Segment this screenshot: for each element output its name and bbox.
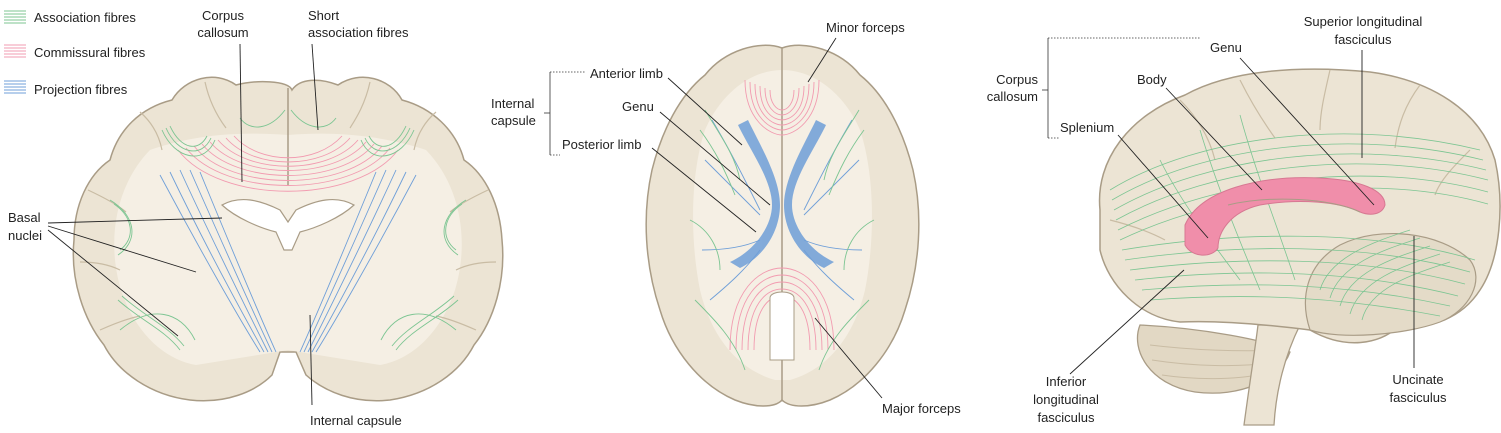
sagittal-corpus-callosum-brace	[1042, 37, 1200, 139]
legend-commissural-swatch	[4, 44, 26, 58]
sagittal-uncinate-label-2: fasciculus	[1389, 390, 1447, 405]
coronal-basal-nuclei-leaders	[47, 217, 223, 337]
legend-commissural-label: Commissural fibres	[34, 45, 146, 60]
axial-association-fibres	[689, 109, 875, 371]
sagittal-inferior-longitudinal-label-3: fasciculus	[1037, 410, 1095, 425]
sagittal-gyri-folds	[1109, 69, 1471, 241]
coronal-gyri-folds	[79, 81, 497, 331]
legend-association-swatch	[4, 10, 26, 24]
sagittal-inferior-longitudinal-leader	[1069, 269, 1185, 375]
axial-internal-capsule-brace	[544, 71, 586, 156]
legend: Association fibres Commissural fibres Pr…	[4, 10, 146, 97]
sagittal-genu-leader	[1239, 57, 1375, 206]
sagittal-inferior-longitudinal-label-2: longitudinal	[1033, 392, 1099, 407]
axial-anterior-limb-leader	[667, 77, 743, 146]
sagittal-corpus-callosum-label-2: callosum	[987, 89, 1038, 104]
legend-projection-label: Projection fibres	[34, 82, 128, 97]
axial-major-forceps-leader	[814, 317, 883, 399]
axial-major-forceps	[729, 267, 835, 351]
coronal-internal-capsule-label: Internal capsule	[310, 413, 402, 428]
axial-posterior-limb-label: Posterior limb	[562, 137, 641, 152]
axial-posterior-limb-leader	[651, 147, 757, 233]
coronal-corpus-callosum-label-1: Corpus	[202, 8, 244, 23]
sagittal-section: Corpus callosum Genu Body Splenium Super…	[987, 14, 1501, 426]
sagittal-body-leader	[1165, 87, 1263, 191]
coronal-section: Corpus callosum Short association fibres…	[8, 8, 504, 428]
coronal-short-association-label-2: association fibres	[308, 25, 409, 40]
sagittal-corpus-callosum-label-1: Corpus	[996, 72, 1038, 87]
coronal-corpus-callosum-leader	[239, 43, 243, 183]
axial-major-forceps-label: Major forceps	[882, 401, 961, 416]
coronal-short-association-label-1: Short	[308, 8, 339, 23]
sagittal-superior-longitudinal-label-1: Superior longitudinal	[1304, 14, 1423, 29]
axial-projection-fibres	[701, 119, 863, 301]
coronal-ventricles	[220, 198, 356, 251]
coronal-internal-capsule-leader	[309, 314, 313, 406]
axial-minor-forceps-label: Minor forceps	[826, 20, 905, 35]
axial-genu-label: Genu	[622, 99, 654, 114]
legend-association-label: Association fibres	[34, 10, 136, 25]
sagittal-genu-label: Genu	[1210, 40, 1242, 55]
coronal-association-fibres	[109, 109, 467, 351]
axial-minor-forceps	[744, 79, 820, 136]
axial-internal-capsule-fibres	[730, 120, 834, 268]
coronal-projection-fibres	[159, 169, 417, 353]
sagittal-uncinate-label-1: Uncinate	[1392, 372, 1443, 387]
coronal-commissural-fibres	[177, 135, 399, 192]
coronal-corpus-callosum-label-2: callosum	[197, 25, 248, 40]
sagittal-body-label: Body	[1137, 72, 1167, 87]
sagittal-brainstem	[1243, 324, 1302, 426]
sagittal-fornix-line	[1227, 198, 1361, 213]
sagittal-splenium-leader	[1117, 134, 1209, 239]
sagittal-splenium-label: Splenium	[1060, 120, 1114, 135]
sagittal-inferior-longitudinal-label-1: Inferior	[1046, 374, 1087, 389]
axial-section: Minor forceps Internal capsule Anterior …	[491, 20, 961, 416]
axial-posterior-ventricle	[769, 291, 795, 361]
axial-internal-capsule-label-1: Internal	[491, 96, 534, 111]
sagittal-temporal-lobe	[1304, 232, 1477, 336]
axial-genu-leader	[659, 111, 771, 206]
coronal-basal-nuclei-label-1: Basal	[8, 210, 41, 225]
axial-minor-forceps-leader	[807, 37, 837, 83]
sagittal-superior-longitudinal-label-2: fasciculus	[1334, 32, 1392, 47]
sagittal-uncinate-fibres	[1319, 229, 1451, 321]
coronal-basal-nuclei-label-2: nuclei	[8, 228, 42, 243]
legend-projection-swatch	[4, 80, 26, 94]
coronal-short-association-leader	[311, 43, 319, 131]
axial-anterior-limb-label: Anterior limb	[590, 66, 663, 81]
sagittal-corpus-callosum	[1184, 177, 1386, 256]
axial-internal-capsule-label-2: capsule	[491, 113, 536, 128]
